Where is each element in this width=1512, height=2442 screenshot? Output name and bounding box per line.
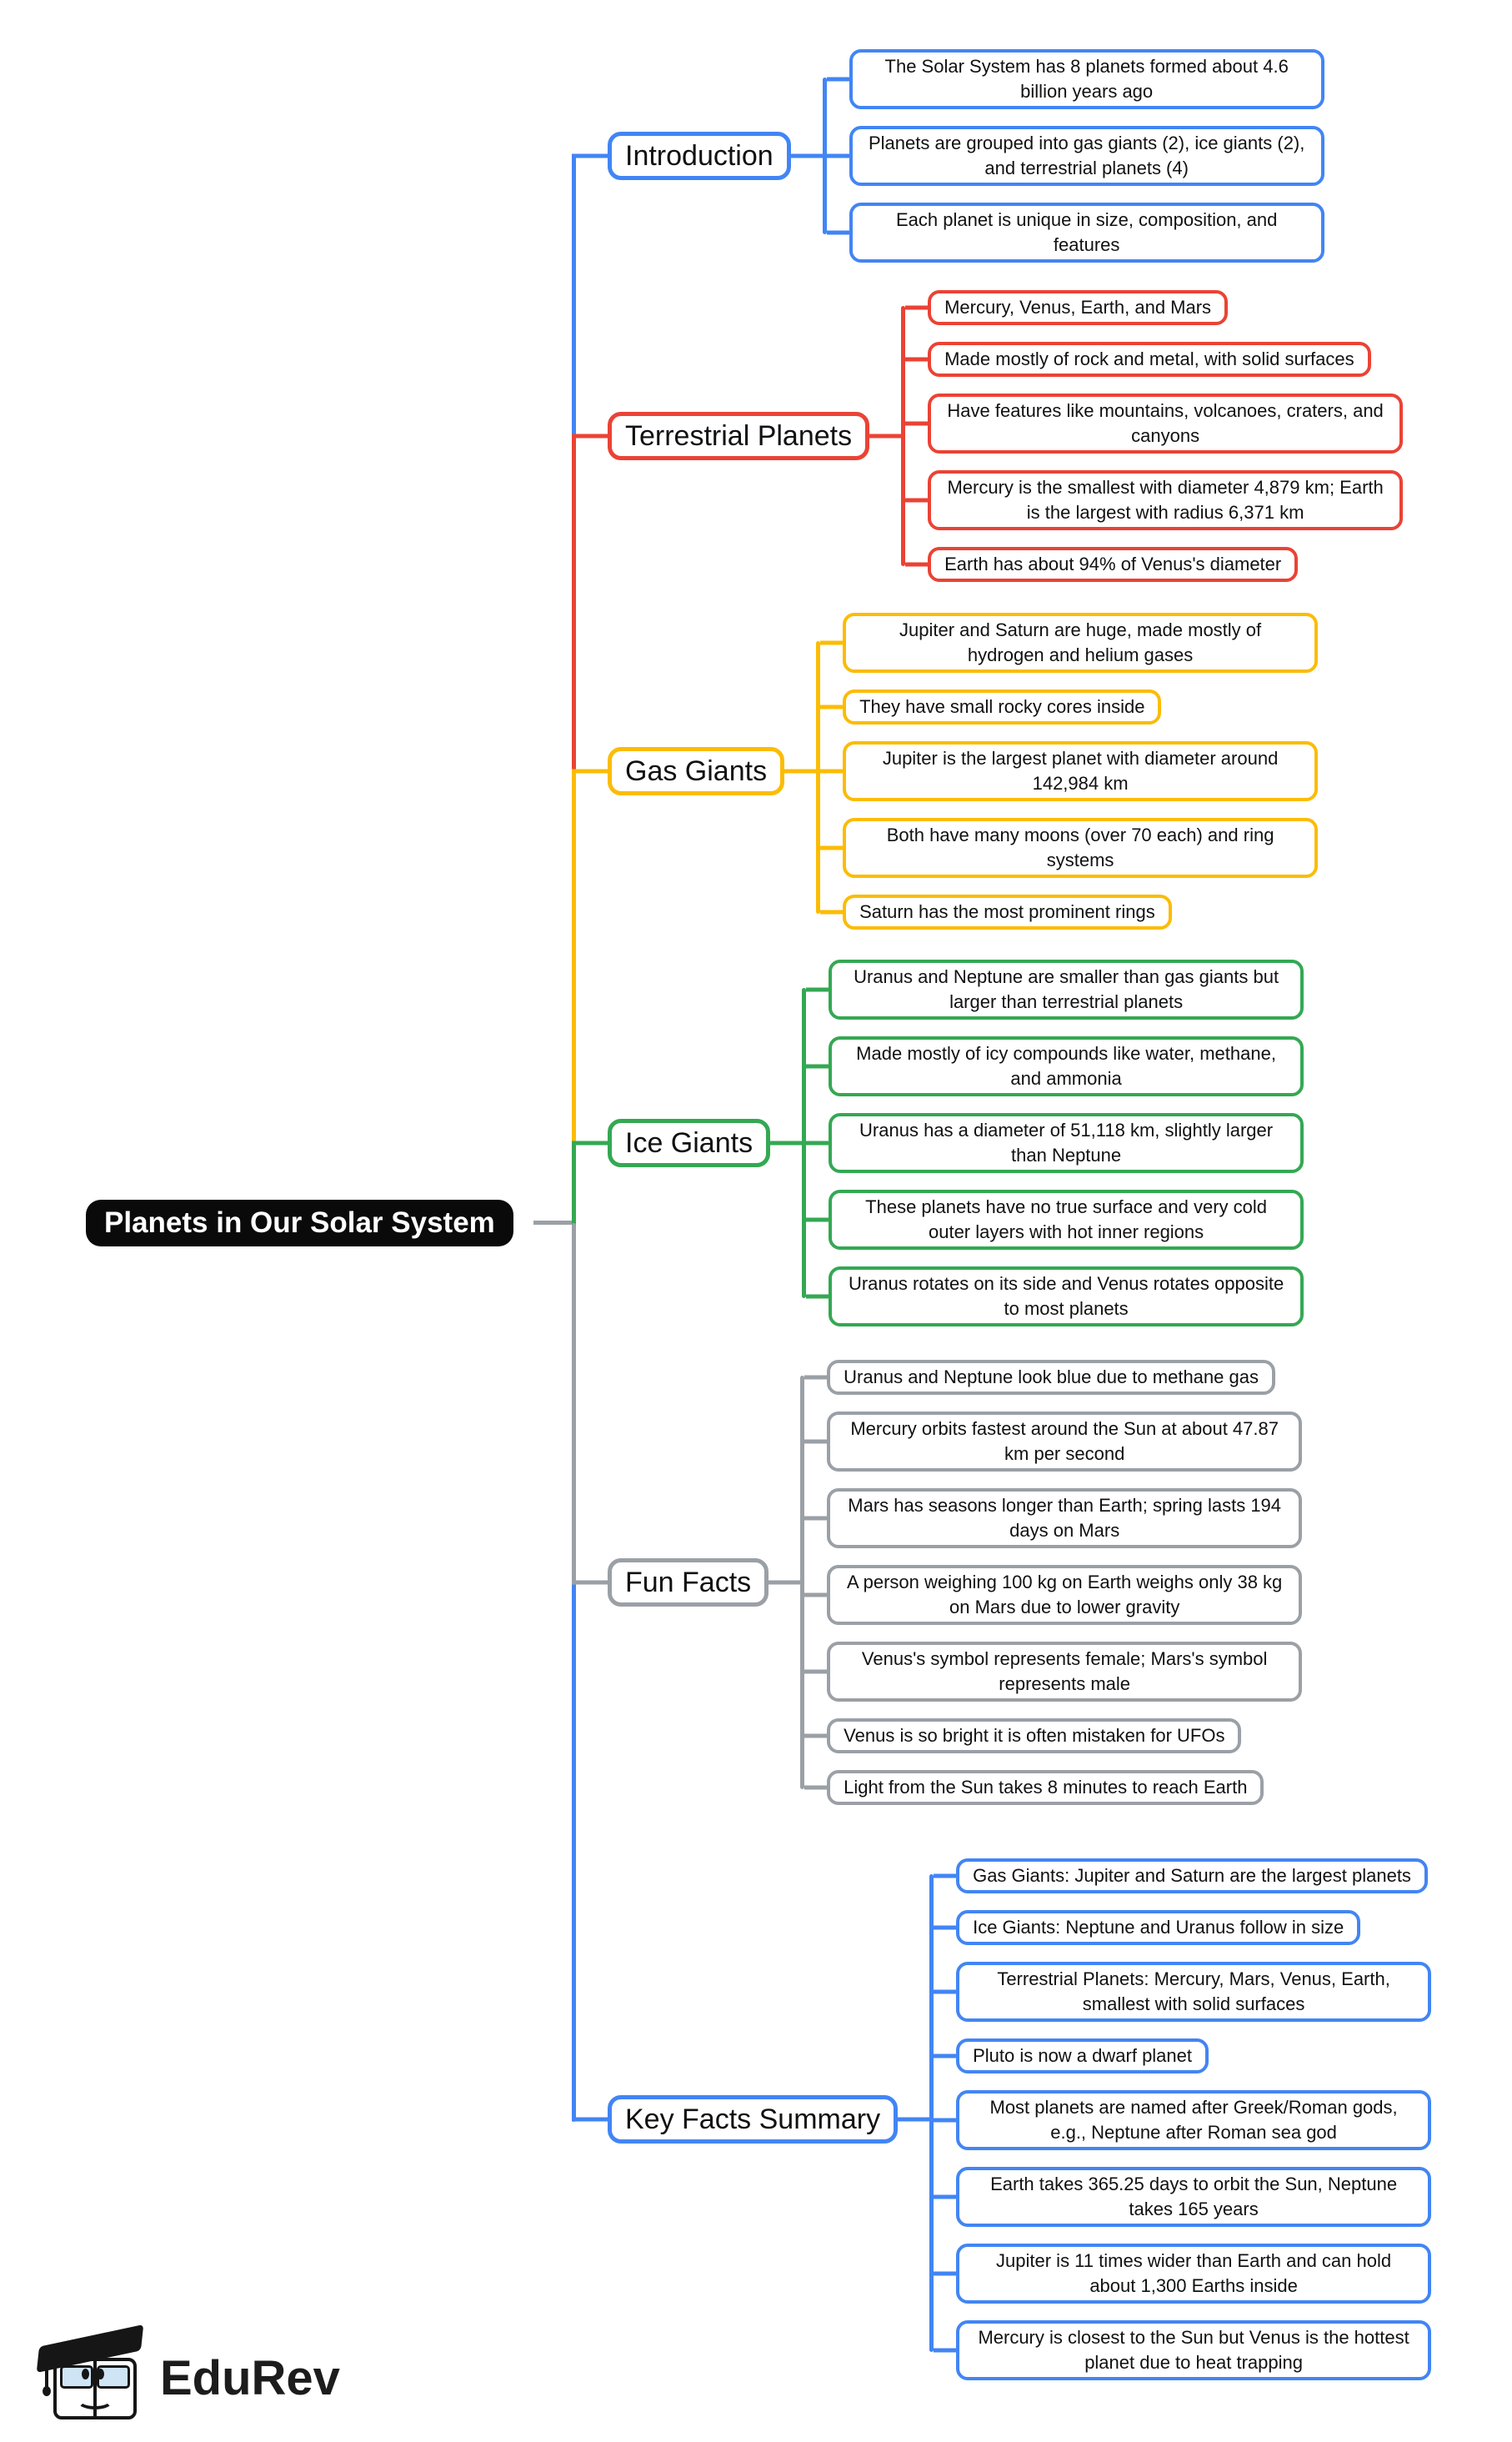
leaf-node: Light from the Sun takes 8 minutes to re…	[827, 1770, 1264, 1805]
leaf-group-key-facts-summary: Gas Giants: Jupiter and Saturn are the l…	[898, 1858, 1432, 2380]
branch-label-gas-giants: Gas Giants	[608, 747, 785, 795]
leaf-node: The Solar System has 8 planets formed ab…	[849, 49, 1324, 109]
leaf-node: Gas Giants: Jupiter and Saturn are the l…	[956, 1858, 1428, 1893]
leaf-node: Pluto is now a dwarf planet	[956, 2038, 1209, 2073]
leaf-node: Mercury, Venus, Earth, and Mars	[928, 290, 1229, 325]
branch-terrestrial-planets: Terrestrial Planets Mercury, Venus, Eart…	[608, 290, 1404, 582]
branch-connector-line	[802, 988, 807, 1298]
leaf-node: They have small rocky cores inside	[843, 689, 1162, 725]
leaf-node: Mercury is closest to the Sun but Venus …	[956, 2320, 1432, 2380]
branch-ice-giants: Ice Giants Uranus and Neptune are smalle…	[608, 960, 1304, 1326]
leaf-node: Saturn has the most prominent rings	[843, 895, 1172, 930]
leaf-node: Terrestrial Planets: Mercury, Mars, Venu…	[956, 1962, 1432, 2022]
branch-label-key-facts-summary: Key Facts Summary	[608, 2095, 899, 2144]
leaf-node: Each planet is unique in size, compositi…	[849, 203, 1324, 263]
tassel	[45, 2363, 48, 2388]
branch-gas-giants: Gas Giants Jupiter and Saturn are huge, …	[608, 613, 1319, 930]
leaf-group-gas-giants: Jupiter and Saturn are huge, made mostly…	[784, 613, 1319, 930]
leaf-node: Mars has seasons longer than Earth; spri…	[827, 1488, 1303, 1548]
leaf-node: Uranus and Neptune look blue due to meth…	[827, 1360, 1275, 1395]
leaf-node: Both have many moons (over 70 each) and …	[843, 818, 1319, 878]
book-mascot	[53, 2358, 137, 2419]
leaf-node: Made mostly of icy compounds like water,…	[829, 1036, 1304, 1096]
branch-connector-line	[901, 306, 906, 566]
leaf-node: Ice Giants: Neptune and Uranus follow in…	[956, 1910, 1361, 1945]
leaf-node: Planets are grouped into gas giants (2),…	[849, 126, 1324, 186]
tassel-end	[43, 2386, 51, 2396]
branch-label-fun-facts: Fun Facts	[608, 1558, 769, 1607]
leaf-node: Uranus rotates on its side and Venus rot…	[829, 1266, 1304, 1326]
leaf-node: Jupiter is the largest planet with diame…	[843, 741, 1319, 801]
leaf-node: Made mostly of rock and metal, with soli…	[928, 342, 1371, 377]
branch-label-introduction: Introduction	[608, 132, 791, 180]
edurev-logo: EduRev	[36, 2324, 340, 2421]
book-spine	[93, 2361, 97, 2416]
leaf-node: Earth takes 365.25 days to orbit the Sun…	[956, 2167, 1432, 2227]
spine-segment-ice-giants	[572, 1141, 576, 1226]
leaf-group-introduction: The Solar System has 8 planets formed ab…	[791, 49, 1324, 263]
leaf-node: A person weighing 100 kg on Earth weighs…	[827, 1565, 1303, 1625]
leaf-node: Uranus has a diameter of 51,118 km, slig…	[829, 1113, 1304, 1173]
spine-segment-fun-facts	[572, 1223, 576, 1585]
leaf-node: Mercury orbits fastest around the Sun at…	[827, 1412, 1303, 1472]
mascot-eye-left	[82, 2369, 89, 2379]
center-connector-line	[533, 1221, 573, 1225]
branch-key-facts-summary: Key Facts Summary Gas Giants: Jupiter an…	[608, 1858, 1432, 2380]
leaf-node: Have features like mountains, volcanoes,…	[928, 394, 1404, 454]
leaf-node: These planets have no true surface and v…	[829, 1190, 1304, 1250]
leaf-node: Uranus and Neptune are smaller than gas …	[829, 960, 1304, 1020]
leaf-node: Most planets are named after Greek/Roman…	[956, 2090, 1432, 2150]
spine-segment-gas-giants	[572, 770, 576, 1226]
branch-fun-facts: Fun Facts Uranus and Neptune look blue d…	[608, 1360, 1303, 1805]
branch-label-terrestrial-planets: Terrestrial Planets	[608, 412, 870, 460]
branch-introduction: Introduction The Solar System has 8 plan…	[608, 49, 1324, 263]
leaf-group-fun-facts: Uranus and Neptune look blue due to meth…	[769, 1360, 1303, 1805]
branch-connector-line	[929, 1874, 934, 2352]
central-topic: Planets in Our Solar System	[86, 1200, 513, 1246]
leaf-node: Venus is so bright it is often mistaken …	[827, 1718, 1242, 1753]
leaf-node: Earth has about 94% of Venus's diameter	[928, 547, 1299, 582]
leaf-node: Mercury is the smallest with diameter 4,…	[928, 470, 1404, 530]
branch-connector-line	[822, 78, 827, 234]
spine-segment-key-facts	[572, 1223, 576, 2122]
graduation-cap-icon	[36, 2324, 145, 2421]
leaf-node: Venus's symbol represents female; Mars's…	[827, 1642, 1303, 1702]
leaf-group-terrestrial-planets: Mercury, Venus, Earth, and Mars Made mos…	[869, 290, 1404, 582]
leaf-node: Jupiter and Saturn are huge, made mostly…	[843, 613, 1319, 673]
leaf-node: Jupiter is 11 times wider than Earth and…	[956, 2244, 1432, 2304]
mascot-eye-right	[97, 2369, 104, 2379]
leaf-group-ice-giants: Uranus and Neptune are smaller than gas …	[770, 960, 1304, 1326]
branch-connector-line	[816, 641, 821, 914]
branch-label-ice-giants: Ice Giants	[608, 1119, 771, 1167]
edurev-logo-text: EduRev	[160, 2350, 340, 2405]
branch-connector-line	[800, 1376, 805, 1789]
mascot-smile	[77, 2391, 113, 2409]
